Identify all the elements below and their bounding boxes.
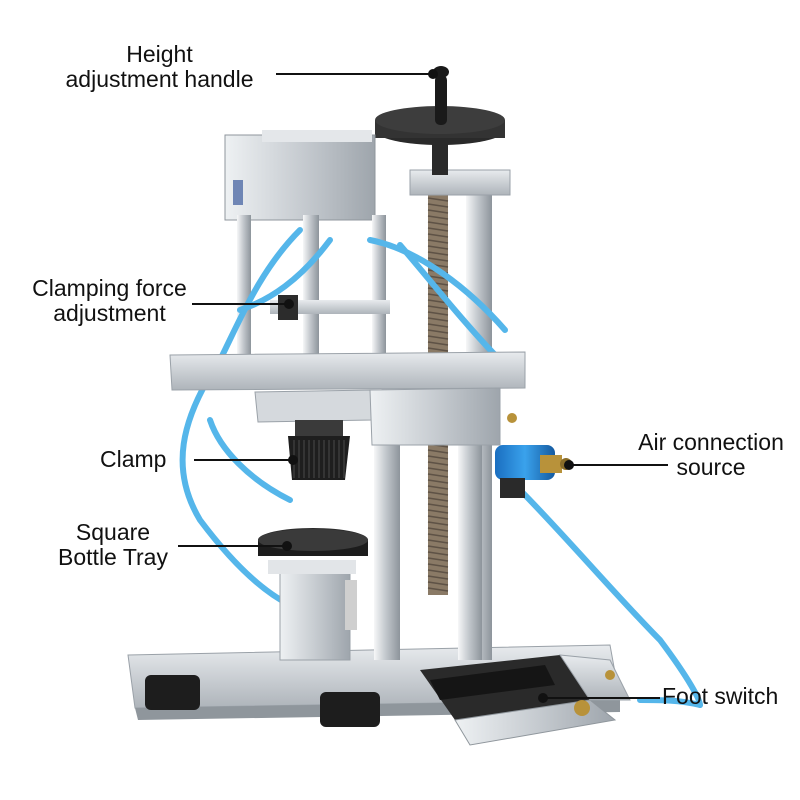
handwheel — [375, 66, 505, 175]
screw-thread — [427, 323, 449, 328]
dot-bottle-tray — [282, 541, 292, 551]
screw-thread — [427, 305, 449, 310]
top-bracket — [409, 169, 511, 196]
screw-thread — [427, 587, 449, 592]
screw-thread — [427, 449, 449, 454]
screw-thread — [427, 221, 449, 226]
crossbar — [169, 351, 526, 446]
label-air-connection-source: Air connection source — [638, 429, 784, 480]
dot-air-source — [564, 460, 574, 470]
air-cylinder — [224, 130, 376, 221]
screw-thread — [427, 467, 449, 472]
screw-thread — [427, 335, 449, 340]
screw-thread — [427, 473, 449, 478]
screw-thread — [427, 563, 449, 568]
screw-thread — [427, 557, 449, 562]
screw-thread — [427, 503, 449, 508]
screw-thread — [427, 539, 449, 544]
screw-thread — [427, 491, 449, 496]
leader-bottle-tray — [178, 545, 286, 547]
air-tubes — [179, 227, 703, 708]
screw-thread — [427, 251, 449, 256]
screw-thread — [427, 545, 449, 550]
leader-air-source — [568, 464, 668, 466]
screw-thread — [427, 515, 449, 520]
screw-thread — [427, 581, 449, 586]
screw-thread — [427, 197, 449, 202]
label-square-bottle-tray: Square Bottle Tray — [58, 519, 168, 570]
screw-thread — [427, 521, 449, 526]
leader-height-handle — [276, 73, 431, 75]
screw-thread — [427, 317, 449, 322]
screw-thread — [427, 245, 449, 250]
screw-thread — [427, 233, 449, 238]
screw-thread — [427, 257, 449, 262]
screw-thread — [427, 509, 449, 514]
dot-clamping-force — [284, 299, 294, 309]
screw-thread — [427, 209, 449, 214]
label-height-adjustment-handle: Height adjustment handle — [65, 41, 254, 92]
screw-thread — [427, 203, 449, 208]
screw-thread — [427, 311, 449, 316]
screw-thread — [427, 227, 449, 232]
label-foot-switch: Foot switch — [662, 683, 779, 709]
screw-thread — [427, 527, 449, 532]
screw-thread — [427, 479, 449, 484]
screw-thread — [427, 461, 449, 466]
rubber-feet — [145, 675, 380, 727]
screw-thread — [427, 341, 449, 346]
dot-clamp — [288, 455, 298, 465]
screw-thread — [427, 455, 449, 460]
screw-thread — [427, 551, 449, 556]
screw-thread — [427, 569, 449, 574]
foot-switch — [420, 654, 631, 746]
dot-foot-switch — [538, 693, 548, 703]
air-connector — [495, 445, 572, 498]
leader-foot-switch — [542, 697, 660, 699]
clamp-head — [288, 420, 350, 480]
screw-thread — [427, 329, 449, 334]
screw-thread — [427, 347, 449, 352]
screw-thread — [427, 533, 449, 538]
label-clamping-force-adjustment: Clamping force adjustment — [32, 275, 187, 326]
screw-thread — [427, 485, 449, 490]
leader-clamping-force — [192, 303, 288, 305]
screw-thread — [427, 575, 449, 580]
screw-thread — [427, 215, 449, 220]
label-clamp: Clamp — [100, 446, 167, 472]
dot-height-handle — [428, 69, 438, 79]
leader-clamp — [194, 459, 290, 461]
screw-thread — [427, 497, 449, 502]
screw-thread — [427, 239, 449, 244]
